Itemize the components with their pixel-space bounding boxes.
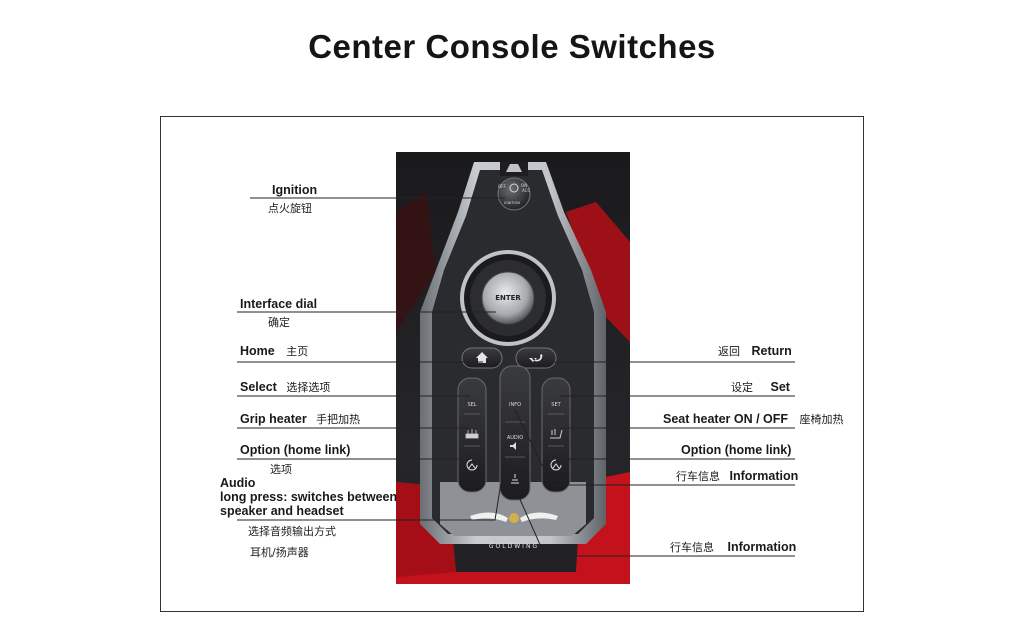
home-icon <box>476 352 488 363</box>
diagram-frame <box>160 116 864 612</box>
home-label-cn: 主页 <box>286 345 309 358</box>
ignition-label: Ignition <box>272 183 318 197</box>
option-right-label: Option (home link) <box>681 443 792 457</box>
info-text: INFO <box>509 402 521 408</box>
console-illustration: OFF ON ACC IGNITION ENTER SEL INFO AUDIO… <box>396 152 630 584</box>
home-label: Home 主页 <box>240 344 308 359</box>
information-label-2: 行车信息 Information <box>670 540 796 555</box>
return-label-en: Return <box>751 344 792 358</box>
information-label-1: 行车信息 Information <box>676 469 798 484</box>
sel-text: SEL <box>467 402 476 408</box>
grip-heater-icon <box>465 429 479 439</box>
information-label-2-en: Information <box>727 540 797 554</box>
return-label-cn: 返回 <box>718 345 740 358</box>
enter-text: ENTER <box>495 294 521 302</box>
seat-heater-label-cn: 座椅加热 <box>799 413 844 426</box>
set-label: 设定 Set <box>731 380 790 395</box>
ignition-on-text: ON <box>521 183 527 188</box>
option-left-label-cn: 选项 <box>270 463 292 476</box>
red-accent-right <box>566 202 630 342</box>
information-label-2-cn: 行车信息 <box>670 541 714 554</box>
information-label-1-en: Information <box>729 469 799 483</box>
seat-heater-label: Seat heater ON / OFF 座椅加热 <box>663 412 844 427</box>
audio-label-line3: speaker and headset <box>220 504 344 518</box>
goldwing-text: GOLDWING <box>489 543 539 550</box>
audio-text: AUDIO <box>507 435 523 441</box>
audio-icon <box>510 442 516 450</box>
select-label-cn: 选择选项 <box>286 381 331 394</box>
ignition-label-cn: 点火旋钮 <box>268 202 312 215</box>
audio-label-line2: long press: switches between <box>220 490 398 504</box>
option-left-label: Option (home link) <box>240 443 351 457</box>
grip-heater-label: Grip heater 手把加热 <box>240 412 360 427</box>
select-label: Select 选择选项 <box>240 380 330 395</box>
home-label-en: Home <box>240 344 275 358</box>
grip-heater-label-en: Grip heater <box>240 412 307 426</box>
ignition-text: IGNITION <box>504 201 520 205</box>
return-icon <box>529 354 543 362</box>
return-label: 返回 Return <box>718 344 792 359</box>
set-text: SET <box>551 402 561 408</box>
ignition-acc-text: ACC <box>522 188 530 193</box>
interface-dial-label: Interface dial <box>240 297 318 311</box>
select-label-en: Select <box>240 380 277 394</box>
ignition-knob <box>497 177 531 211</box>
seat-heater-label-en: Seat heater ON / OFF <box>663 412 789 426</box>
grip-heater-label-cn: 手把加热 <box>316 413 361 426</box>
interface-dial-label-cn: 确定 <box>268 316 290 329</box>
audio-label-cn1: 选择音频输出方式 <box>248 525 336 538</box>
ignition-off-text: OFF <box>498 184 506 189</box>
audio-label-cn2: 耳机/扬声器 <box>250 546 309 559</box>
right-button-column <box>541 377 571 493</box>
page-title: Center Console Switches <box>308 28 716 65</box>
interface-dial <box>481 271 535 325</box>
set-label-en: Set <box>770 380 790 394</box>
information-label-1-cn: 行车信息 <box>676 470 720 483</box>
set-label-cn: 设定 <box>731 381 753 394</box>
red-accent-left <box>396 192 436 332</box>
audio-label-line1: Audio <box>220 476 256 490</box>
